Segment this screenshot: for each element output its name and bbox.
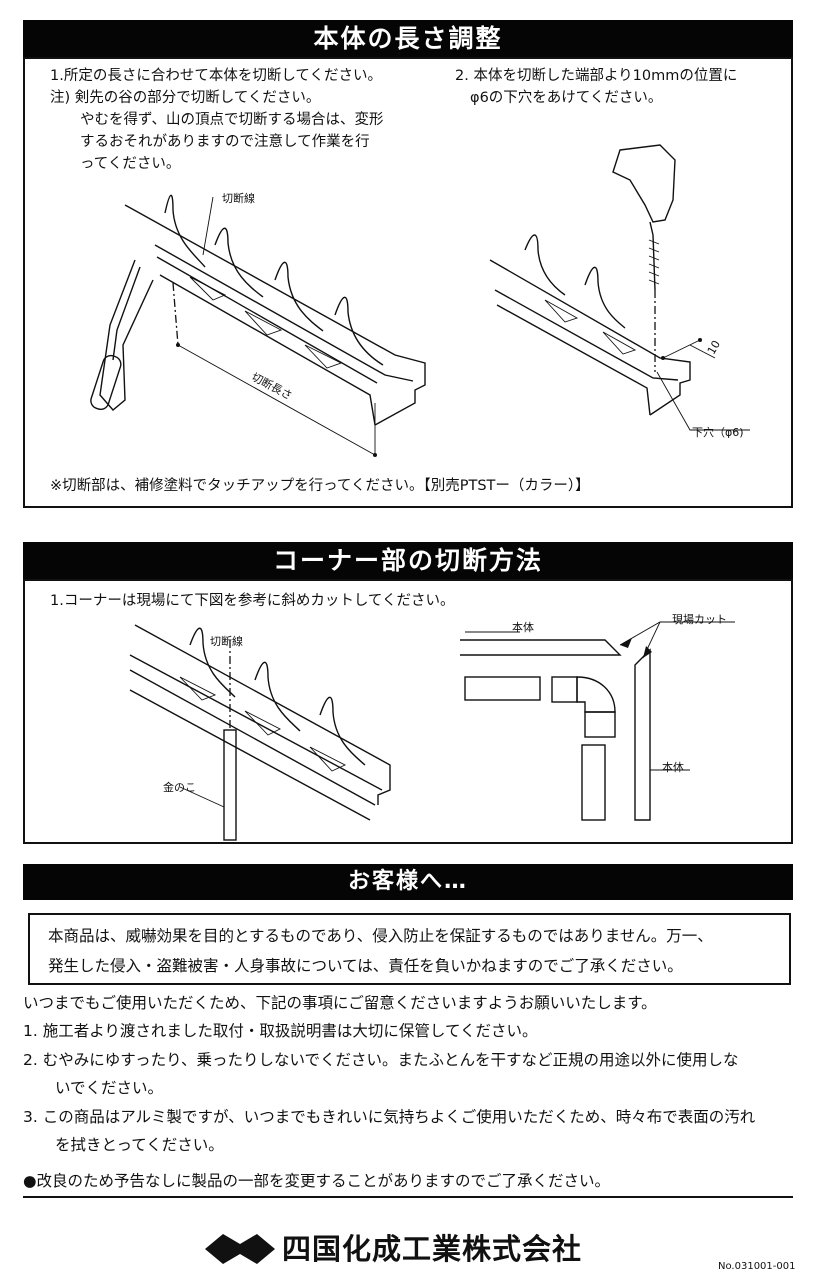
label-field-cut: 現場カット xyxy=(672,613,727,626)
touch-up-note: ※切断部は、補修塗料でタッチアップを行ってください。【別売PTSTー（カラー）】 xyxy=(50,478,590,494)
change-disclaimer: ●改良のため予告なしに製品の一部を変更することがありますのでご了承ください。 xyxy=(23,1172,611,1190)
label-body-top: 本体 xyxy=(512,621,534,634)
notice-line-2: 発生した侵入・盗難被害・人身事故については、責任を負いかねますのでご了承ください… xyxy=(48,957,683,975)
corner-plan-diagram xyxy=(460,621,735,821)
note-line-2: やむを得ず、山の頂点で切断する場合は、変形 xyxy=(80,112,384,128)
section-title-length-adjust: 本体の長さ調整 xyxy=(23,20,793,58)
note-line-1: 注) 剣先の谷の部分で切断してください。 xyxy=(50,90,321,106)
notice-line-1: 本商品は、威嚇効果を目的とするものであり、侵入防止を保証するものではありません。… xyxy=(48,927,713,945)
note-line-4: ってください。 xyxy=(80,156,181,172)
document-number: No.031001-001 xyxy=(718,1261,796,1272)
section-title-corner-cut: コーナー部の切断方法 xyxy=(23,542,793,580)
footer-divider xyxy=(23,1196,793,1198)
care-item-1: 1. 施工者より渡されました取付・取扱説明書は大切に保管してください。 xyxy=(23,1022,538,1040)
label-cut-line: 切断線 xyxy=(222,192,255,205)
label-corner-cut-line: 切断線 xyxy=(210,635,243,648)
section-title-customer: お客様へ… xyxy=(23,864,793,900)
care-intro: いつまでもご使用いただくため、下記の事項にご留意くださいますようお願いいたします… xyxy=(23,994,657,1012)
length-adjust-panel xyxy=(23,57,793,508)
care-item-3-line-1: 3. この商品はアルミ製ですが、いつまでもきれいに気持ちよくご使用いただくため、… xyxy=(23,1108,756,1126)
corner-cut-panel xyxy=(23,579,793,844)
corner-rail-illustration xyxy=(129,624,391,841)
step2-line-2: φ6の下穴をあけてください。 xyxy=(470,90,663,106)
step2-line-1: 2. 本体を切断した端部より10mmの位置に xyxy=(455,68,738,84)
care-item-2-line-1: 2. むやみにゆすったり、乗ったりしないでください。またふとんを干すなど正規の用… xyxy=(23,1051,739,1069)
care-item-2-line-2: いでください。 xyxy=(55,1079,164,1097)
care-item-3-line-2: を拭きとってください。 xyxy=(55,1136,224,1154)
corner-step1-text: 1.コーナーは現場にて下図を参考に斜めカットしてください。 xyxy=(50,593,455,609)
drill-illustration xyxy=(489,144,750,431)
safety-notice-box: 本商品は、威嚇効果を目的とするものであり、侵入防止を保証するものではありません。… xyxy=(28,913,791,985)
company-logo-icon xyxy=(205,1234,275,1264)
step1-text: 1.所定の長さに合わせて本体を切断してください。 xyxy=(50,68,382,84)
note-line-3: するおそれがありますので注意して作業を行 xyxy=(80,134,370,150)
company-name: 四国化成工業株式会社 xyxy=(282,1232,583,1266)
label-body-right: 本体 xyxy=(662,761,684,774)
label-pilot-hole: 下穴（φ6) xyxy=(692,426,744,439)
label-hacksaw: 金のこ xyxy=(163,781,196,794)
rail-hacksaw-illustration xyxy=(90,194,426,457)
